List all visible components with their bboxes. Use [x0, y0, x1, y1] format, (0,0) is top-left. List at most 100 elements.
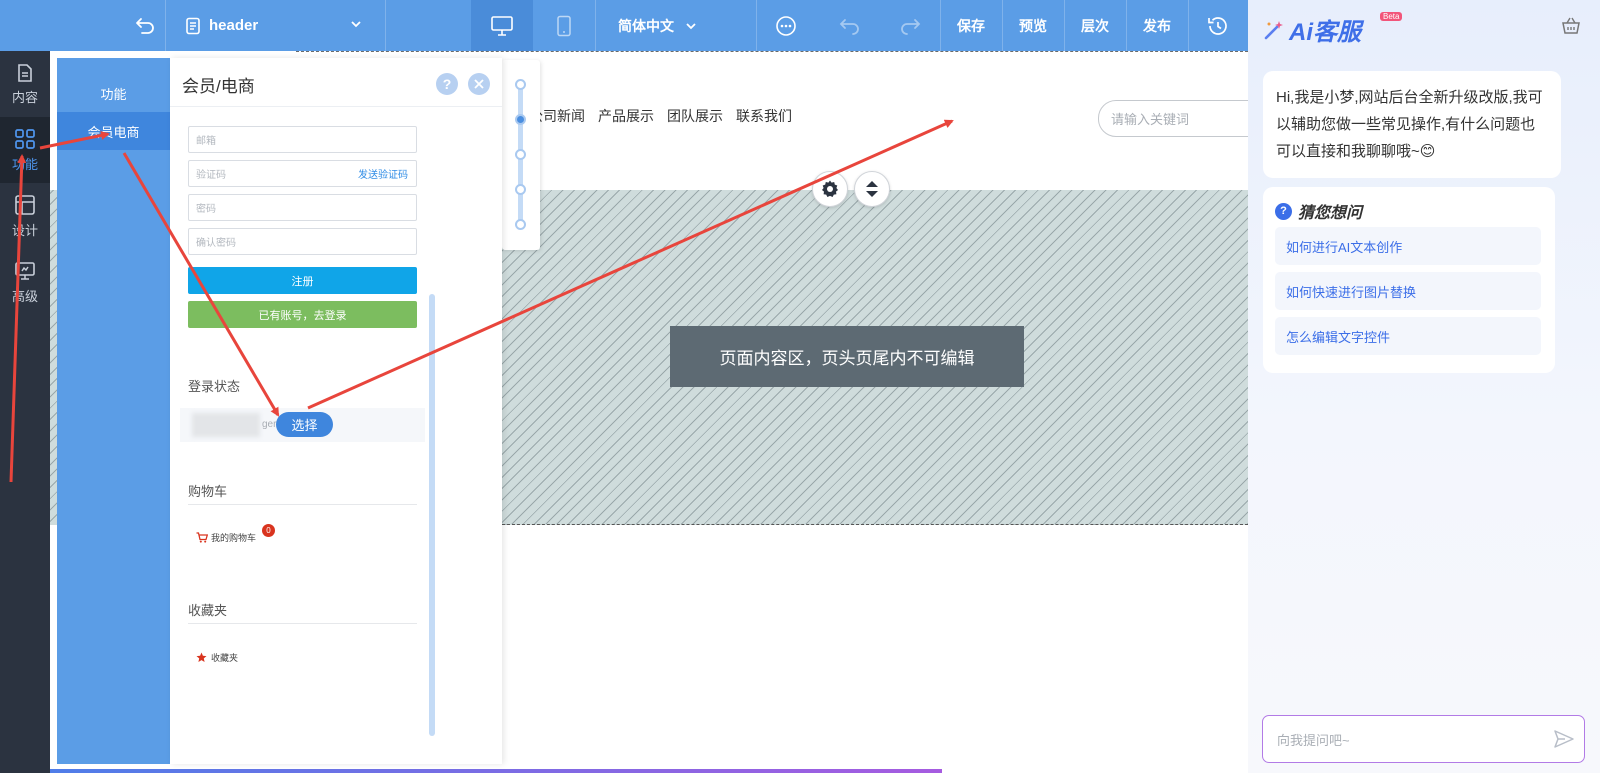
slider-step[interactable]	[515, 149, 526, 160]
monitor-icon	[15, 261, 35, 280]
more-button[interactable]	[756, 0, 816, 51]
basket-icon	[1562, 17, 1580, 34]
basket-button[interactable]	[1561, 17, 1581, 40]
desktop-view-button[interactable]	[471, 0, 533, 51]
divider	[170, 106, 502, 107]
member-ecommerce-panel: 会员/电商 ? 邮箱 验证码 发送验证码 密码 确认密码 注册 已有账号，去登录…	[170, 58, 502, 764]
undo-icon	[839, 18, 859, 35]
history-icon	[1208, 16, 1227, 35]
ai-chat-input[interactable]: 向我提问吧~	[1262, 715, 1585, 763]
suggestion-item[interactable]: 如何快速进行图片替换	[1275, 272, 1541, 310]
nav-item-products[interactable]: 产品展示	[598, 108, 654, 124]
slider-step[interactable]	[515, 219, 526, 230]
publish-button[interactable]: 发布	[1143, 17, 1171, 34]
save-button[interactable]: 保存	[957, 17, 985, 34]
cart-icon	[196, 532, 208, 543]
sidebar-item-features[interactable]: 功能	[0, 117, 50, 183]
close-button[interactable]	[468, 73, 490, 95]
password-field[interactable]: 密码	[188, 194, 417, 221]
suggestion-item[interactable]: 怎么编辑文字控件	[1275, 317, 1541, 355]
suggested-questions-header: ? 猜您想问	[1275, 199, 1362, 223]
toolbar-divider	[1064, 0, 1065, 51]
mobile-icon	[557, 15, 571, 36]
help-icon: ?	[442, 76, 452, 92]
nav-item-contact[interactable]: 联系我们	[736, 108, 792, 124]
grid-icon	[15, 128, 35, 149]
select-button[interactable]: 选择	[276, 412, 333, 437]
suggested-questions: ? 猜您想问 如何进行AI文本创作 如何快速进行图片替换 怎么编辑文字控件	[1263, 187, 1555, 373]
panel-title: 会员/电商	[182, 77, 255, 96]
site-navigation: 们 公司新闻 产品展示 团队展示 联系我们	[502, 106, 805, 126]
help-button[interactable]: ?	[436, 73, 458, 95]
suggestion-item[interactable]: 如何进行AI文本创作	[1275, 227, 1541, 265]
confirm-password-field[interactable]: 确认密码	[188, 228, 417, 255]
ai-greeting-message: Hi,我是小梦,网站后台全新升级改版,我可以辅助您做一些常见操作,有什么问题也可…	[1263, 71, 1561, 178]
reorder-button[interactable]	[854, 171, 890, 207]
preview-button[interactable]: 预览	[1019, 17, 1047, 34]
layers-button[interactable]: 层次	[1081, 17, 1109, 34]
sidebar-item-content[interactable]: 内容	[0, 51, 50, 117]
slider-step-active[interactable]	[515, 114, 526, 125]
content-area-notice: 页面内容区，页头页尾内不可编辑	[670, 326, 1024, 387]
slider-step[interactable]	[515, 184, 526, 195]
go-login-button[interactable]: 已有账号，去登录	[188, 301, 417, 328]
tab-features[interactable]: 功能	[100, 86, 127, 102]
chevron-down-icon	[686, 22, 696, 29]
toolbar-divider	[385, 0, 386, 51]
more-icon	[776, 15, 796, 36]
mobile-view-button[interactable]	[533, 0, 595, 51]
login-status-preview	[192, 413, 260, 437]
verification-code-field[interactable]: 验证码 发送验证码	[188, 160, 417, 187]
send-icon	[1554, 730, 1574, 748]
nav-item-team[interactable]: 团队展示	[667, 108, 723, 124]
send-button[interactable]	[1553, 729, 1575, 752]
toolbar-divider	[940, 0, 941, 51]
top-toolbar: header 简体中文 保存 预览 层次 发布	[0, 0, 1248, 51]
layout-icon	[15, 194, 35, 215]
slider-step[interactable]	[515, 79, 526, 90]
my-cart-label: 我的购物车	[211, 533, 257, 543]
history-button[interactable]	[1188, 0, 1248, 51]
undo-button[interactable]	[820, 0, 880, 51]
redo-button[interactable]	[880, 0, 940, 51]
login-status-title: 登录状态	[188, 379, 241, 394]
my-cart-link[interactable]: 我的购物车	[196, 531, 256, 544]
login-status-value: ger.r	[262, 419, 283, 430]
ai-logo: Ai客服	[1263, 12, 1361, 47]
chevron-down-icon	[351, 21, 361, 28]
language-label: 简体中文	[618, 17, 674, 34]
favorites-title: 收藏夹	[188, 603, 228, 618]
question-icon: ?	[1275, 202, 1292, 220]
back-button[interactable]	[125, 0, 165, 51]
register-button[interactable]: 注册	[188, 267, 417, 294]
tab-member-ecommerce[interactable]: 会员电商	[57, 112, 170, 150]
favorites-label: 收藏夹	[211, 653, 239, 663]
toolbar-divider	[1188, 0, 1189, 51]
favorites-link[interactable]: 收藏夹	[196, 651, 238, 664]
page-selector-label: header	[209, 17, 259, 34]
panel-scrollbar[interactable]	[429, 294, 435, 736]
sort-icon	[866, 181, 878, 197]
sidebar-item-design[interactable]: 设计	[0, 183, 50, 249]
site-search-input[interactable]: 请输入关键词	[1098, 100, 1268, 137]
document-icon	[18, 63, 32, 82]
beta-badge: Beta	[1380, 12, 1403, 21]
redo-icon	[901, 18, 921, 35]
cart-title: 购物车	[188, 484, 228, 499]
desktop-icon	[491, 15, 513, 36]
canvas-boundary	[296, 51, 1248, 52]
sidebar-item-advanced[interactable]: 高级	[0, 249, 50, 315]
send-code-link[interactable]: 发送验证码	[358, 170, 408, 181]
sidebar-item-label: 功能	[11, 156, 38, 172]
ai-assistant-panel: Ai客服 Beta Hi,我是小梦,网站后台全新升级改版,我可以辅助您做一些常见…	[1248, 0, 1600, 773]
language-selector[interactable]: 简体中文	[598, 0, 718, 51]
settings-button[interactable]	[812, 171, 848, 207]
back-icon	[136, 17, 154, 34]
gear-icon	[822, 180, 838, 197]
sidebar-item-label: 设计	[11, 222, 38, 238]
divider	[188, 504, 417, 505]
page-selector[interactable]: header	[165, 0, 385, 51]
panel-tab-list: 功能 会员电商	[57, 58, 170, 764]
email-field[interactable]: 邮箱	[188, 126, 417, 153]
sidebar-item-label: 内容	[11, 89, 38, 105]
